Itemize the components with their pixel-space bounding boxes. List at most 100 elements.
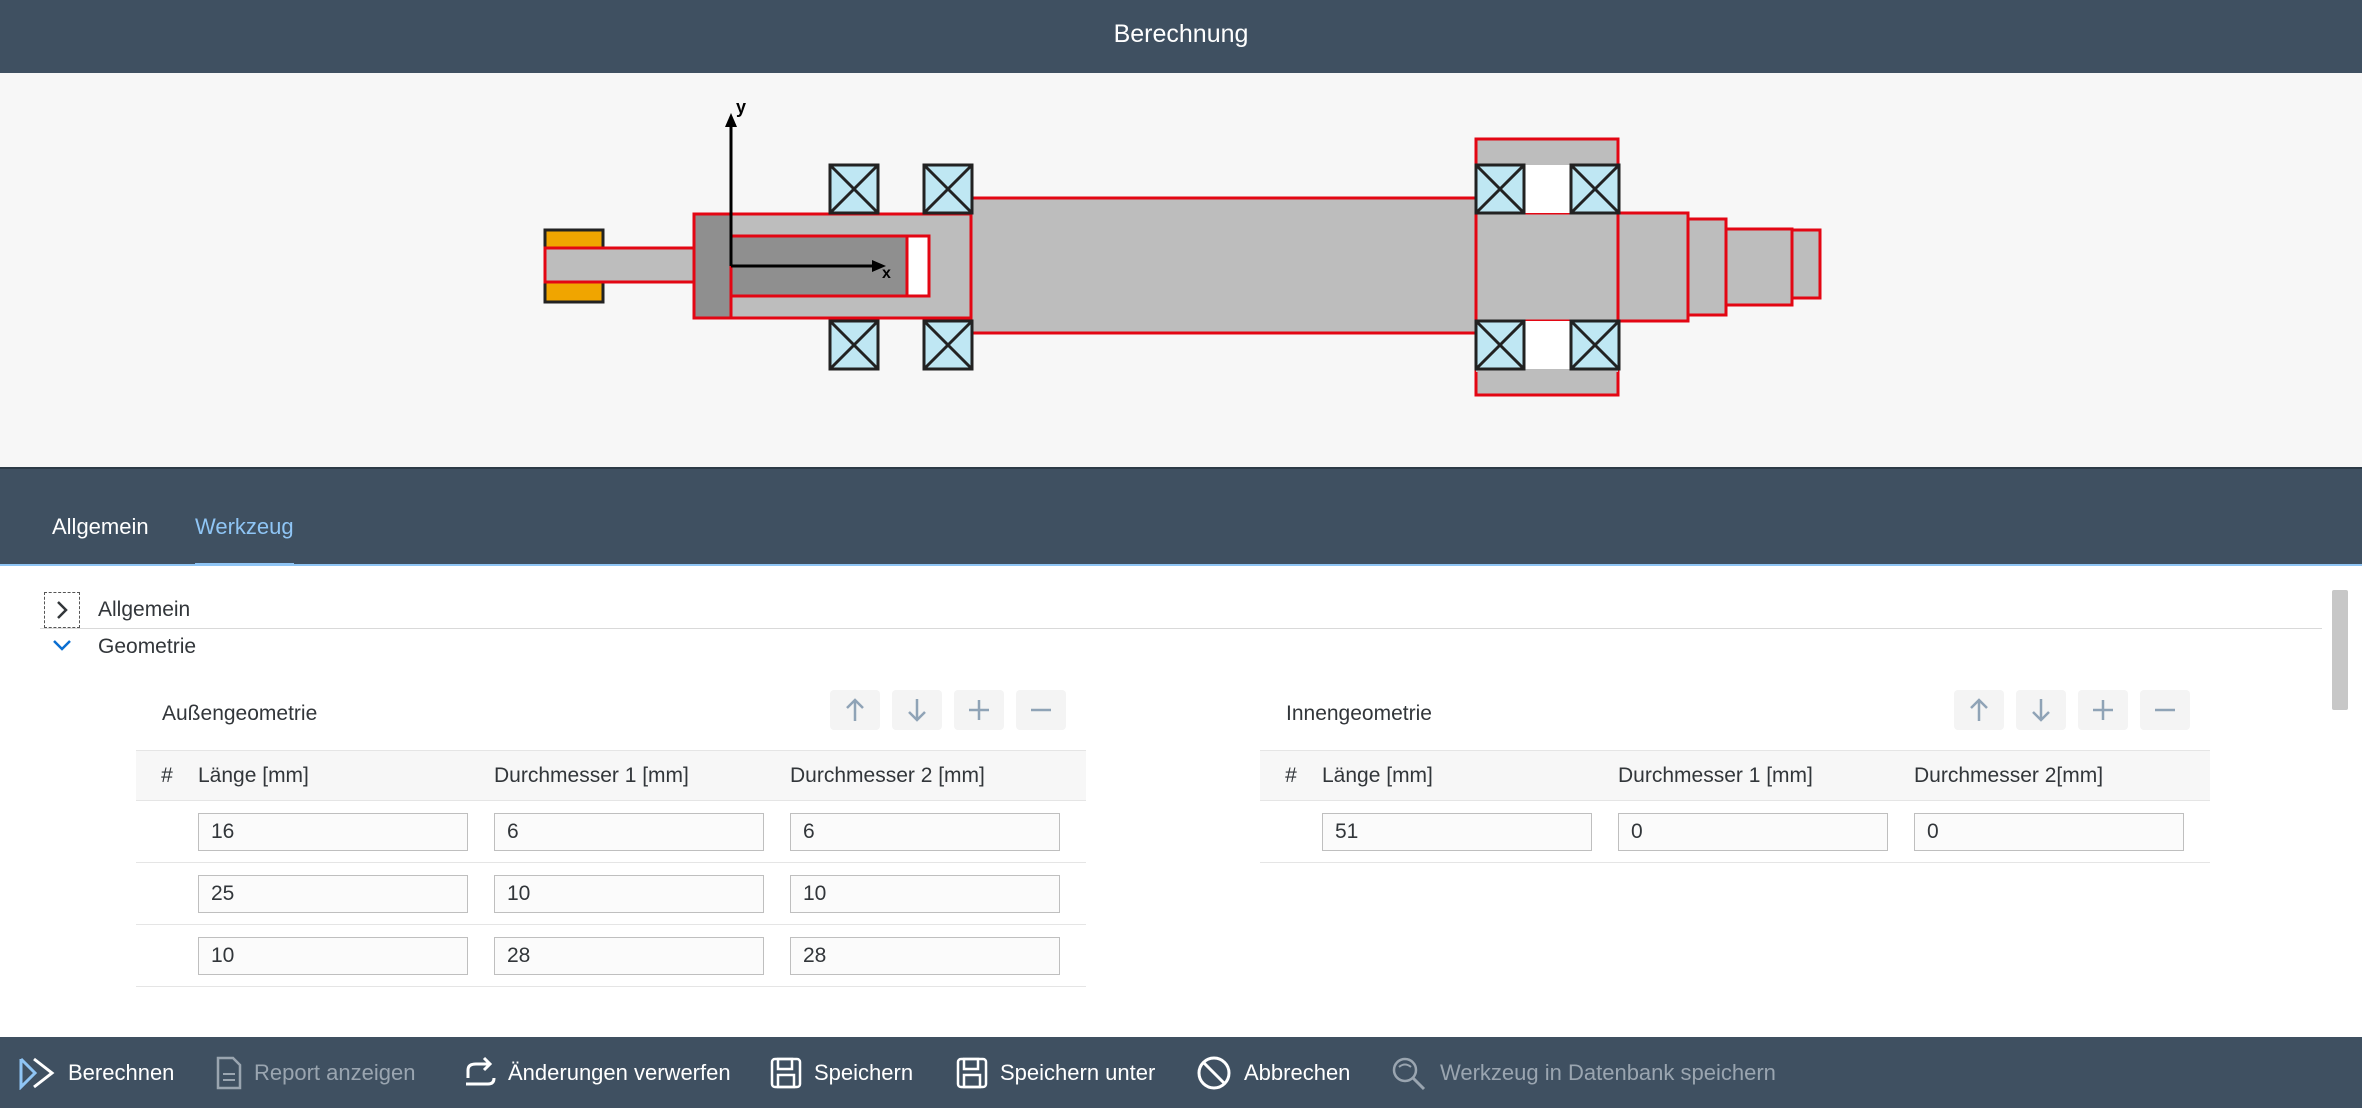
bearings: [828, 163, 1621, 371]
save-as-button[interactable]: Speichern unter: [956, 1037, 1155, 1108]
chevron-right-icon: [57, 601, 68, 619]
table-row[interactable]: 10 28 28: [136, 924, 1086, 987]
shaft-drawing: y x: [543, 97, 1822, 397]
shaft-step-4: [1790, 228, 1822, 300]
column-header-diameter-1: Durchmesser 1 [mm]: [494, 750, 790, 801]
table-row[interactable]: 51 0 0: [1260, 800, 2210, 863]
cancel-label: Abbrechen: [1244, 1059, 1351, 1085]
prohibit-icon: [1197, 1056, 1231, 1089]
outer-geometry-title: Außengeometrie: [162, 702, 318, 725]
arrow-up-icon: [1970, 698, 1988, 721]
arrow-down-icon: [908, 699, 926, 722]
add-row-button[interactable]: [954, 690, 1004, 730]
shaft-diagram: y x: [0, 73, 2362, 467]
diameter-1-input[interactable]: 0: [1618, 812, 1888, 851]
title-bar: Berechnung: [0, 0, 2362, 73]
tab-allgemein[interactable]: Allgemein: [52, 514, 149, 539]
table-row[interactable]: 25 10 10: [136, 862, 1086, 925]
redo-icon: [466, 1056, 496, 1085]
tab-werkzeug[interactable]: Werkzeug: [195, 514, 294, 566]
length-input[interactable]: 16: [198, 812, 468, 851]
column-header-length: Länge [mm]: [198, 750, 494, 801]
diameter-2-input[interactable]: 28: [790, 936, 1060, 975]
table-header-row: # Länge [mm] Durchmesser 1 [mm] Durchmes…: [136, 750, 1086, 801]
save-label: Speichern: [814, 1059, 914, 1085]
save-to-database-button[interactable]: Werkzeug in Datenbank speichern: [1390, 1037, 1776, 1108]
column-header-diameter-2: Durchmesser 2[mm]: [1914, 750, 2210, 801]
report-label: Report anzeigen: [254, 1059, 416, 1085]
y-axis-label: y: [736, 97, 746, 117]
search-database-icon: [1392, 1057, 1426, 1090]
double-play-icon: [19, 1057, 55, 1090]
column-header-length: Länge [mm]: [1322, 750, 1618, 801]
panel-allgemein-toggle[interactable]: [44, 592, 80, 628]
move-up-button[interactable]: [1954, 690, 2004, 730]
tab-underline: [0, 564, 2362, 566]
plus-icon: [2093, 700, 2113, 720]
floppy-disk-icon: [956, 1057, 988, 1088]
table-header-row: # Länge [mm] Durchmesser 1 [mm] Durchmes…: [1260, 750, 2210, 801]
tab-bar: Allgemein Werkzeug: [0, 467, 2362, 566]
arrow-down-icon: [2032, 699, 2050, 722]
discard-changes-button[interactable]: Änderungen verwerfen: [462, 1037, 731, 1108]
shaft-step-2: [1686, 217, 1728, 317]
coordinate-axes: [725, 113, 886, 272]
chevron-down-icon: [53, 640, 71, 651]
main-shaft: [969, 196, 1478, 335]
discard-changes-label: Änderungen verwerfen: [508, 1059, 731, 1085]
diameter-1-input[interactable]: 6: [494, 812, 764, 851]
save-as-label: Speichern unter: [1000, 1059, 1156, 1085]
vertical-scrollbar[interactable]: [2332, 590, 2348, 710]
shaft-step-3: [1724, 227, 1794, 307]
cancel-button[interactable]: Abbrechen: [1196, 1037, 1350, 1108]
diameter-2-input[interactable]: 0: [1914, 812, 2184, 851]
shaft-step-1: [1616, 211, 1690, 323]
minus-icon: [1031, 708, 1051, 712]
diameter-1-input[interactable]: 28: [494, 936, 764, 975]
bore-end: [905, 234, 931, 298]
length-input[interactable]: 10: [198, 936, 468, 975]
save-button[interactable]: Speichern: [770, 1037, 913, 1108]
housing-core: [1474, 211, 1620, 323]
move-up-button[interactable]: [830, 690, 880, 730]
inner-geometry-actions: [1954, 690, 2190, 730]
floppy-disk-icon: [770, 1057, 802, 1088]
shank-segment: [543, 246, 697, 284]
diameter-2-input[interactable]: 10: [790, 874, 1060, 913]
inner-geometry-title: Innengeometrie: [1286, 702, 1432, 725]
minus-icon: [2155, 708, 2175, 712]
report-button[interactable]: Report anzeigen: [216, 1037, 415, 1108]
remove-row-button[interactable]: [2140, 690, 2190, 730]
diameter-1-input[interactable]: 10: [494, 874, 764, 913]
hub-segment: [692, 212, 734, 320]
arrow-up-icon: [846, 698, 864, 721]
column-header-number: #: [1260, 750, 1322, 801]
footer-toolbar: Berechnen Report anzeigen Änderungen ver…: [0, 1037, 2362, 1108]
length-input[interactable]: 25: [198, 874, 468, 913]
column-header-diameter-1: Durchmesser 1 [mm]: [1618, 750, 1914, 801]
content-area: Allgemein Geometrie Außengeometrie: [0, 566, 2362, 1037]
inner-geometry-table: # Länge [mm] Durchmesser 1 [mm] Durchmes…: [1260, 750, 2210, 863]
x-axis-label: x: [882, 265, 891, 282]
table-row[interactable]: 16 6 6: [136, 800, 1086, 863]
panel-allgemein-label[interactable]: Allgemein: [98, 598, 191, 621]
plus-icon: [969, 700, 989, 720]
window-title: Berechnung: [1113, 20, 1249, 48]
panel-geometrie-label[interactable]: Geometrie: [98, 635, 197, 658]
outer-geometry-actions: [830, 690, 1066, 730]
move-down-button[interactable]: [892, 690, 942, 730]
length-input[interactable]: 51: [1322, 812, 1592, 851]
diameter-2-input[interactable]: 6: [790, 812, 1060, 851]
move-down-button[interactable]: [2016, 690, 2066, 730]
column-header-diameter-2: Durchmesser 2 [mm]: [790, 750, 1086, 801]
remove-row-button[interactable]: [1016, 690, 1066, 730]
panel-divider: [40, 628, 2322, 629]
save-to-database-label: Werkzeug in Datenbank speichern: [1440, 1059, 1776, 1085]
panel-geometrie-toggle[interactable]: [44, 630, 80, 660]
add-row-button[interactable]: [2078, 690, 2128, 730]
calculate-button[interactable]: Berechnen: [18, 1037, 174, 1108]
column-header-number: #: [136, 750, 198, 801]
document-icon: [216, 1056, 242, 1089]
calculate-label: Berechnen: [68, 1059, 175, 1085]
outer-geometry-table: # Länge [mm] Durchmesser 1 [mm] Durchmes…: [136, 750, 1086, 987]
